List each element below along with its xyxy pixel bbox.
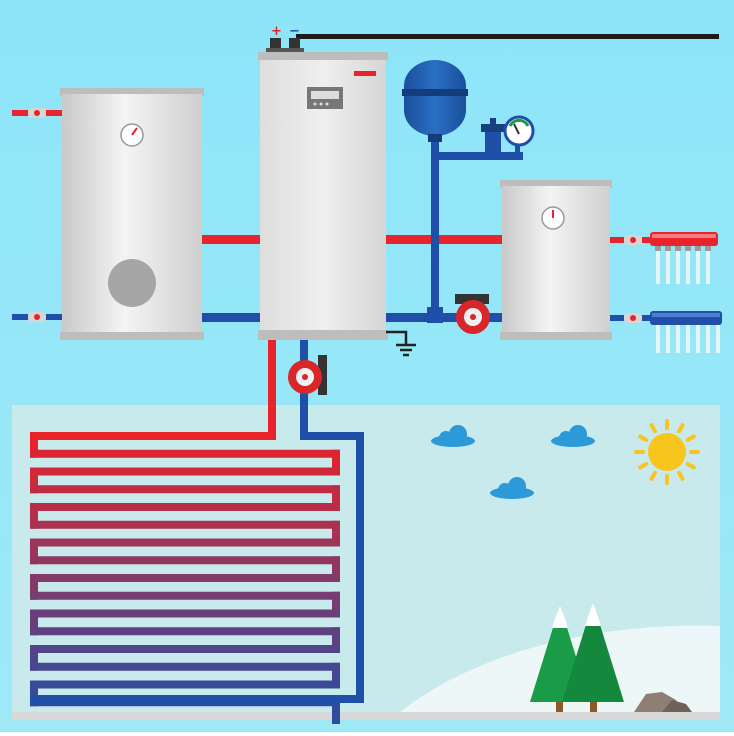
loop-segment bbox=[30, 449, 340, 458]
loop-segment bbox=[30, 503, 38, 529]
sun-ray bbox=[649, 470, 657, 481]
manifold-outlets bbox=[656, 246, 720, 353]
loop-segment bbox=[30, 645, 38, 671]
cloud-icon bbox=[431, 425, 475, 447]
loop-segment bbox=[356, 432, 364, 700]
unit-indicator-light bbox=[354, 71, 376, 76]
loop-segment bbox=[30, 538, 38, 565]
pipe-hot-unit-to-buffer bbox=[385, 235, 505, 244]
valve-icon bbox=[624, 313, 642, 323]
pipe-hot-left-to-unit bbox=[200, 235, 262, 244]
buffer-tank bbox=[500, 180, 612, 340]
loop-segment bbox=[30, 467, 38, 494]
rock bbox=[634, 692, 692, 712]
sun-icon bbox=[634, 419, 700, 485]
loop-segment bbox=[332, 485, 340, 511]
cold-manifold bbox=[650, 311, 722, 325]
loop-segment bbox=[30, 556, 340, 565]
safety-valve bbox=[481, 118, 505, 152]
expansion-vessel bbox=[402, 60, 468, 142]
sun-ray bbox=[685, 434, 696, 442]
power-cable bbox=[296, 34, 719, 39]
loop-segment bbox=[332, 591, 340, 618]
loop-segment bbox=[30, 609, 340, 618]
loop-segment bbox=[30, 538, 340, 547]
manifold-valves bbox=[655, 246, 711, 251]
pipe-cold-left-to-unit bbox=[200, 313, 262, 322]
control-display bbox=[307, 87, 343, 109]
loop-segment bbox=[30, 485, 340, 494]
pipe-junction bbox=[427, 307, 443, 323]
heat-pump-unit bbox=[258, 52, 388, 340]
power-terminal-plus bbox=[270, 38, 281, 50]
power-terminal-minus-label: − bbox=[289, 24, 300, 39]
loop-segment bbox=[30, 680, 38, 707]
loop-segment bbox=[30, 662, 340, 671]
loop-segment bbox=[332, 627, 340, 653]
tank-heating-element bbox=[108, 259, 156, 307]
pipe-ground-hot-down bbox=[268, 340, 276, 432]
loop-segment bbox=[332, 556, 340, 582]
cloud-icon bbox=[490, 477, 534, 499]
pipe-expansion-vertical bbox=[431, 138, 439, 318]
hot-water-tank bbox=[60, 88, 204, 340]
power-terminal-plus-label: + bbox=[271, 24, 282, 39]
sun-ray bbox=[685, 462, 696, 470]
cloud-icon bbox=[551, 425, 595, 447]
pipe-expansion-horizontal bbox=[431, 152, 523, 160]
pressure-gauge-icon bbox=[503, 115, 535, 147]
loop-segment bbox=[300, 432, 364, 440]
sun-ray bbox=[649, 423, 657, 434]
power-terminal-minus bbox=[289, 38, 300, 50]
sun-ray bbox=[638, 462, 649, 470]
sun-ray bbox=[677, 423, 685, 434]
gauge-stem bbox=[515, 142, 520, 156]
pump-icon bbox=[288, 355, 327, 395]
tree-icon bbox=[562, 602, 624, 712]
loop-segment bbox=[332, 662, 340, 689]
valve-icon bbox=[28, 312, 46, 322]
valve-icon bbox=[624, 235, 642, 245]
sun-ray bbox=[638, 434, 649, 442]
loop-segment bbox=[30, 574, 38, 600]
loop-segment bbox=[30, 432, 38, 458]
ground-loop-coil bbox=[30, 430, 364, 724]
hot-manifold bbox=[650, 232, 718, 246]
sun-ray bbox=[677, 470, 685, 481]
loop-segment bbox=[30, 467, 340, 476]
loop-segment bbox=[332, 698, 340, 724]
loop-segment bbox=[30, 680, 340, 689]
loop-segment bbox=[30, 432, 276, 440]
temperature-gauge-icon bbox=[541, 206, 565, 230]
loop-segment bbox=[332, 520, 340, 547]
ground-base-strip bbox=[12, 712, 720, 720]
pipe-cold-unit-to-buffer bbox=[385, 313, 505, 322]
loop-segment bbox=[30, 591, 340, 600]
loop-segment bbox=[30, 503, 340, 511]
pump-icon bbox=[455, 294, 490, 334]
loop-segment bbox=[30, 520, 340, 529]
valve-icon bbox=[28, 108, 46, 118]
loop-segment bbox=[30, 609, 38, 636]
temperature-gauge-icon bbox=[120, 123, 144, 147]
loop-segment bbox=[332, 449, 340, 476]
ground-symbol-icon bbox=[386, 330, 416, 357]
loop-segment bbox=[30, 627, 340, 636]
terminal-plate bbox=[266, 48, 304, 53]
loop-segment bbox=[30, 645, 340, 653]
loop-segment bbox=[30, 574, 340, 582]
loop-segment bbox=[30, 695, 364, 703]
